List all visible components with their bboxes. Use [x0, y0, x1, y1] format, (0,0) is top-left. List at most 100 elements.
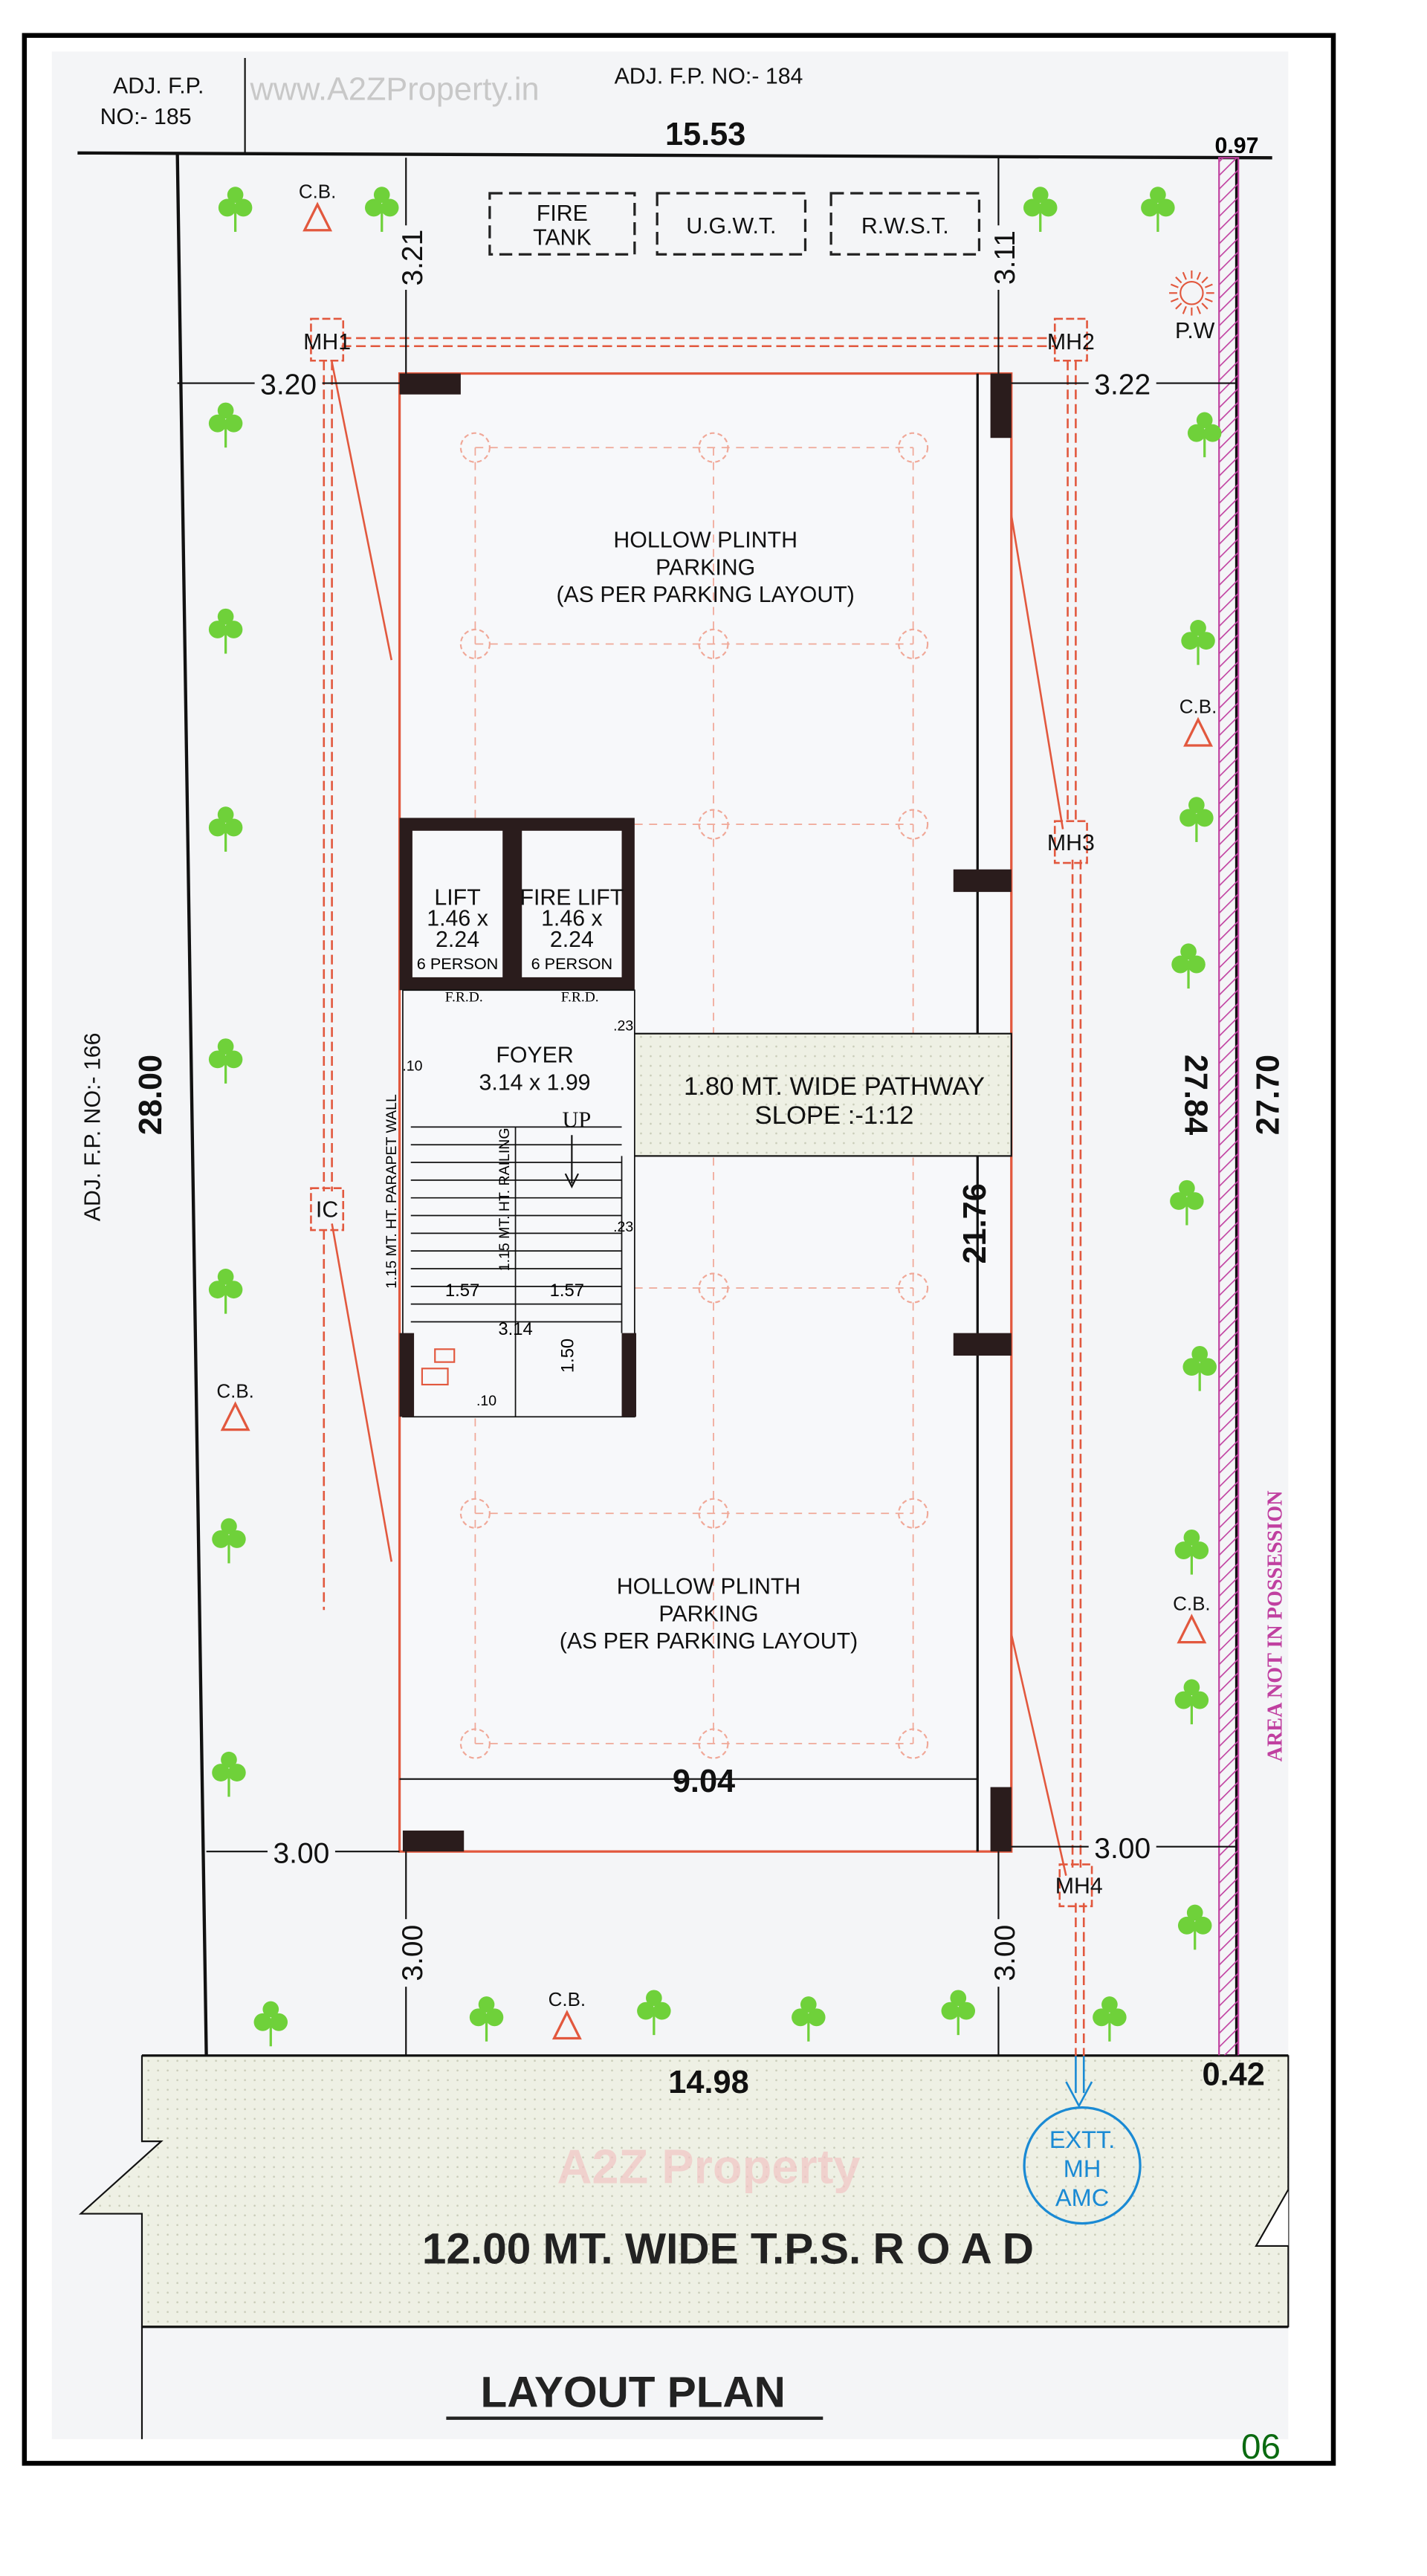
- dim-rear-right: 3.00: [989, 1925, 1021, 1981]
- fire-lift-label: FIRE LIFT: [520, 885, 624, 910]
- catch-basin-label: C.B.: [1180, 696, 1217, 718]
- tree-icon: [1093, 1996, 1127, 2042]
- catch-basin-icon: C.B.: [1180, 696, 1217, 747]
- parking-bottom-2: PARKING: [659, 1602, 758, 1626]
- adj-fp-185-line2: NO:- 185: [100, 105, 192, 129]
- railing-label: 1.15 MT. HT. RAILING: [496, 1127, 513, 1271]
- dim-bg: [980, 225, 1017, 290]
- parking-top-3: (AS PER PARKING LAYOUT): [556, 583, 854, 607]
- flight-width-left: 1.57: [445, 1281, 479, 1301]
- drainage-connections: [331, 362, 1067, 1876]
- wall-pieces: [399, 373, 1012, 1852]
- dim-front-right: 3.11: [989, 230, 1021, 285]
- lift-capacity: 6 PERSON: [417, 954, 499, 973]
- tree-icon: [208, 608, 243, 654]
- column-marker: [698, 1272, 729, 1304]
- tree-icon: [1180, 797, 1214, 842]
- tree-icon: [469, 1996, 504, 2042]
- foyer-label: FOYER: [496, 1043, 573, 1068]
- rwst-label: R.W.S.T.: [861, 214, 949, 239]
- watermark-top: www.A2ZProperty.in: [250, 71, 540, 107]
- mh4-label: MH4: [1055, 1874, 1103, 1899]
- tree-icon: [365, 187, 399, 232]
- column-marker: [459, 1498, 491, 1529]
- dim-plot-right-outer: 27.70: [1250, 1055, 1286, 1135]
- road-label: 12.00 MT. WIDE T.P.S. R O A D: [422, 2225, 1034, 2274]
- lift-core: [399, 818, 637, 1418]
- tree-icon: [208, 1038, 243, 1084]
- tree-icon: [637, 1990, 671, 2036]
- fire-lift-capacity: 6 PERSON: [531, 954, 613, 973]
- fire-lift-size-2: 2.24: [550, 928, 594, 952]
- manhole-boxes: [310, 317, 1093, 1908]
- lift-size-1: 1.46 x: [427, 907, 488, 931]
- dim-building-depth: 21.76: [957, 1183, 993, 1263]
- dim-bg: [980, 1919, 1017, 1987]
- tree-icon: [1170, 1179, 1204, 1226]
- dim-side-left-top: 3.20: [260, 369, 317, 401]
- dim-top-right: 0.97: [1215, 134, 1259, 158]
- tree-icon: [1177, 1904, 1212, 1950]
- tree-icon: [1174, 1679, 1209, 1725]
- dim-010-bottom: .10: [476, 1393, 496, 1409]
- tree-icon: [1181, 620, 1215, 665]
- tree-icon: [1171, 943, 1206, 989]
- column-marker: [459, 628, 491, 660]
- tree-icon: [1174, 1529, 1209, 1575]
- column-marker: [898, 432, 929, 463]
- column-marker: [898, 628, 929, 660]
- fire-equipment-icon: [421, 1348, 456, 1386]
- page-number: 06: [1241, 2427, 1281, 2467]
- drawing-title: LAYOUT PLAN: [480, 2369, 785, 2417]
- watermark-road: A2Z Property: [557, 2139, 861, 2193]
- catch-basin-icon: C.B.: [216, 1379, 254, 1431]
- column-marker: [698, 1498, 729, 1529]
- dim-bg: [386, 225, 422, 290]
- column-marker: [698, 628, 729, 660]
- pathway-slope: SLOPE :-1:12: [755, 1101, 914, 1130]
- dim-top-width: 15.53: [665, 117, 745, 152]
- pathway-label: 1.80 MT. WIDE PATHWAY: [684, 1072, 985, 1101]
- catch-basin-label: C.B.: [216, 1379, 254, 1402]
- tree-icon: [218, 187, 253, 232]
- column-marker: [898, 1728, 929, 1759]
- fire-tank-label-1: FIRE: [537, 201, 588, 226]
- adj-fp-185-line1: ADJ. F.P.: [113, 74, 204, 99]
- tree-icon: [792, 1996, 826, 2042]
- column-marker: [698, 432, 729, 463]
- stair-width: 3.14: [498, 1319, 532, 1339]
- sun-pw-icon: [1169, 270, 1214, 316]
- catch-basin-label: C.B.: [1173, 1592, 1211, 1614]
- catch-basin-icon: C.B.: [549, 1988, 586, 2040]
- road: [78, 2055, 1290, 2328]
- area-not-in-possession-label: AREA NOT IN POSSESSION: [1264, 1490, 1287, 1761]
- column-marker: [898, 809, 929, 840]
- column-marker: [459, 432, 491, 463]
- ext-mh-line3: AMC: [1055, 2184, 1109, 2211]
- parking-bottom-1: HOLLOW PLINTH: [617, 1575, 801, 1599]
- frd-label-1: F.R.D.: [445, 989, 483, 1005]
- tree-icon: [941, 1990, 976, 2036]
- column-marker: [698, 1728, 729, 1759]
- outfall-arrow: [1065, 2056, 1093, 2109]
- pw-label: P.W: [1175, 319, 1215, 343]
- flight-width-right: 1.57: [550, 1281, 584, 1301]
- tree-icon: [212, 1518, 246, 1564]
- catch-basin-label: C.B.: [549, 1988, 586, 2010]
- dim-bottom-width: 14.98: [668, 2065, 748, 2100]
- column-marker: [898, 1498, 929, 1529]
- dim-plot-right-inner: 27.84: [1178, 1055, 1214, 1135]
- dim-bg: [254, 366, 323, 400]
- tree-icon: [1141, 187, 1175, 232]
- parapet-label: 1.15 MT. HT. PARAPET WALL: [384, 1094, 400, 1289]
- dim-rear-left: 3.00: [397, 1925, 429, 1981]
- lift-label: LIFT: [434, 885, 480, 910]
- up-arrow-icon: [564, 1135, 580, 1188]
- catch-basin-label: C.B.: [299, 180, 337, 202]
- catch-basin-icon: C.B.: [299, 180, 337, 232]
- dim-building-width: 9.04: [673, 1764, 735, 1799]
- catch-basins: C.B. C.B. C.B. C.B. C.B.: [216, 180, 1217, 2040]
- parking-bottom-3: (AS PER PARKING LAYOUT): [560, 1629, 858, 1654]
- ext-mh-line2: MH: [1064, 2155, 1101, 2182]
